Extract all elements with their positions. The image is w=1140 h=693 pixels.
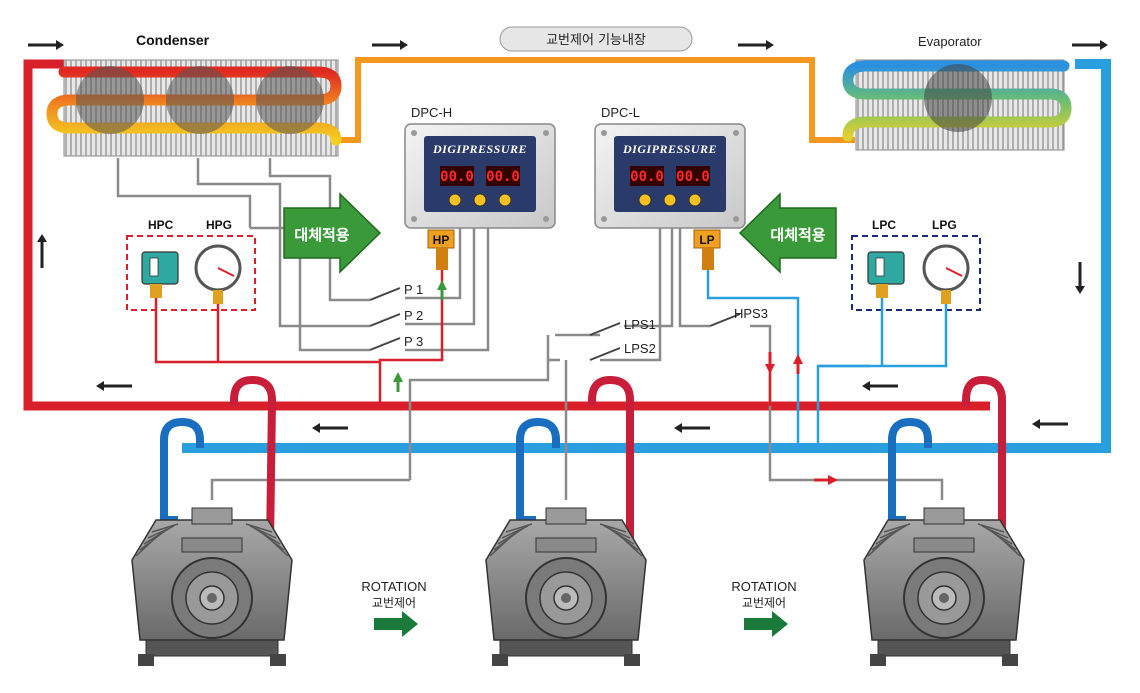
- arrow-down-icon: [1075, 262, 1085, 294]
- dpc-h-display-left: 00.0: [440, 169, 474, 185]
- switch-p1-label: P 1: [404, 282, 423, 297]
- compressor: [863, 507, 1025, 666]
- dpc-l-display-left: 00.0: [630, 169, 664, 185]
- alt-right-label: 대체적용: [770, 226, 825, 244]
- arrow-right-icon: [1072, 40, 1108, 50]
- green-arrow-right-icon: [744, 611, 788, 637]
- dpc-h-panel: DIGIPRESSURE 00.0 00.0: [404, 123, 556, 270]
- condenser-label: Condenser: [136, 32, 210, 48]
- arrow-left-icon: [1032, 419, 1068, 429]
- fan-icon: [924, 64, 992, 132]
- dpc-h-label: DPC-H: [411, 105, 452, 120]
- arrow-right-icon: [814, 475, 838, 485]
- arrow-right-icon: [738, 40, 774, 50]
- hp-label: HP: [433, 233, 450, 247]
- switch-lps1-label: LPS1: [624, 317, 656, 332]
- dpc-l-display-right: 00.0: [676, 169, 710, 185]
- dpc-l-label: DPC-L: [601, 105, 640, 120]
- lp-label: LP: [699, 233, 714, 247]
- discharge-line: [23, 59, 990, 411]
- lpg-label: LPG: [932, 218, 957, 232]
- switch-p2-label: P 2: [404, 308, 423, 323]
- dpc-h-brand: DIGIPRESSURE: [432, 142, 527, 156]
- switches: [369, 287, 741, 361]
- compressor: [485, 507, 647, 666]
- arrow-left-icon: [862, 381, 898, 391]
- pressure-controller-icon: [141, 251, 179, 285]
- lp-sense-line: [706, 270, 800, 448]
- evaporator: [842, 59, 1072, 151]
- arrow-right-icon: [28, 40, 64, 50]
- dpc-h-display-right: 00.0: [486, 169, 520, 185]
- green-arrow-right-icon: [374, 611, 418, 637]
- dpc-h-enter-button[interactable]: [498, 193, 512, 207]
- arrow-up-icon: [37, 234, 47, 268]
- green-arrow-right-icon: [283, 192, 382, 274]
- arrow-right-icon: [372, 40, 408, 50]
- arrow-up-icon: [793, 354, 803, 374]
- dpc-l-panel: DIGIPRESSURE 00.0 00.0: [594, 123, 746, 270]
- arrow-left-icon: [96, 381, 132, 391]
- green-arrow-left-icon: [738, 192, 837, 274]
- rotation-2-kor-label: 교번제어: [742, 596, 786, 610]
- arrow-left-icon: [674, 423, 710, 433]
- arrow-left-icon: [312, 423, 348, 433]
- lpc-lpg-group: [820, 235, 981, 368]
- switch-lps2-label: LPS2: [624, 341, 656, 356]
- compressor: [131, 507, 293, 666]
- arrow-down-icon: [765, 352, 775, 374]
- dpc-l-enter-button[interactable]: [688, 193, 702, 207]
- switch-hps3-label: HPS3: [734, 306, 768, 321]
- rotation-2-label: ROTATION: [731, 579, 796, 594]
- suction-line: [182, 59, 1111, 453]
- fan-icon: [76, 66, 144, 134]
- dpc-l-up-button[interactable]: [638, 193, 652, 207]
- condenser: [46, 59, 342, 157]
- fan-icon: [256, 66, 324, 134]
- banner-text: 교번제어 기능내장: [546, 33, 646, 48]
- hpg-label: HPG: [206, 218, 232, 232]
- rotation-1-label: ROTATION: [361, 579, 426, 594]
- alt-left-label: 대체적용: [294, 226, 349, 244]
- dpc-l-down-button[interactable]: [663, 193, 677, 207]
- dpc-h-down-button[interactable]: [473, 193, 487, 207]
- dpc-h-up-button[interactable]: [448, 193, 462, 207]
- fan-icon: [166, 66, 234, 134]
- rotation-1-kor-label: 교번제어: [372, 596, 416, 610]
- evaporator-label: Evaporator: [918, 34, 982, 49]
- hpc-label: HPC: [148, 218, 174, 232]
- banner-box: [499, 26, 693, 52]
- switch-p3-label: P 3: [404, 334, 423, 349]
- hpc-hpg-group: [126, 235, 380, 364]
- liquid-line: [340, 57, 855, 143]
- lpc-label: LPC: [872, 218, 896, 232]
- arrow-up-icon: [437, 280, 447, 300]
- arrow-up-icon: [393, 372, 403, 392]
- dpc-l-brand: DIGIPRESSURE: [622, 142, 717, 156]
- pressure-controller-icon: [867, 251, 905, 285]
- hp-sense-line: [378, 270, 444, 406]
